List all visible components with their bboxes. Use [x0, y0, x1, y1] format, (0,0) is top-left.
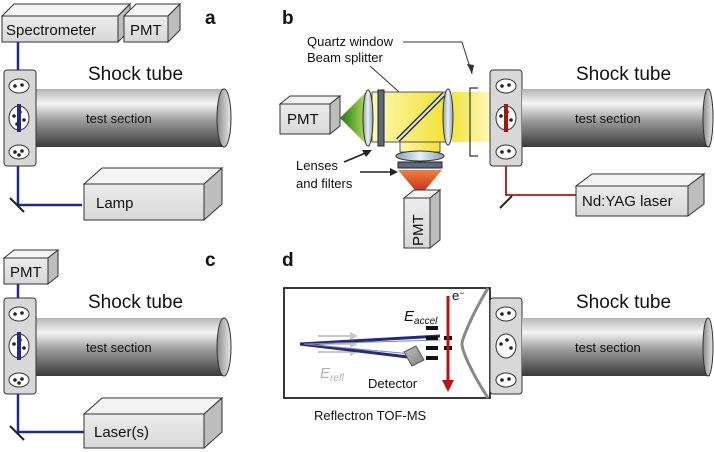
mirror-c — [9, 425, 25, 441]
panel-letter-d: d — [282, 250, 294, 271]
lamp-box: Lamp — [82, 166, 224, 222]
pmt-label-a: PMT — [130, 22, 162, 39]
skimmer — [460, 287, 490, 399]
panel-d: d — [282, 250, 714, 423]
shock-tube-c — [36, 318, 224, 376]
mirror-b — [499, 195, 513, 209]
green-light-cone — [340, 88, 370, 148]
lamp-label: Lamp — [96, 195, 134, 212]
test-section-label-a: test section — [86, 111, 152, 126]
shock-tube-d — [522, 318, 710, 376]
laser-beam-b — [505, 166, 576, 196]
e-accel-label: Eaccel — [404, 308, 438, 327]
pmt-box-c: PMT — [2, 248, 60, 286]
spectrometer-box: Spectrometer — [0, 2, 132, 44]
e-refl-label: Erefl — [320, 365, 345, 384]
pmt-left-box: PMT — [278, 94, 342, 136]
panel-letter-b: b — [282, 8, 294, 29]
pmt-box-a: PMT — [122, 2, 182, 44]
reflectron-label: Reflectron TOF-MS — [314, 408, 427, 423]
pmt-left-label: PMT — [287, 111, 319, 128]
panel-letter-a: a — [205, 8, 216, 29]
lens-right — [442, 88, 454, 146]
test-section-label-b: test section — [575, 111, 641, 126]
filter-left — [377, 89, 385, 147]
detector-label: Detector — [368, 376, 418, 391]
panel-b: b Quartz window Beam splitter PMT — [278, 8, 714, 250]
mirror-a — [9, 197, 25, 213]
lens-left — [362, 89, 374, 147]
pmt-label-c: PMT — [10, 264, 42, 281]
ion-flight-path — [299, 334, 441, 360]
test-section-label-d: test section — [575, 340, 641, 355]
shock-tube-b — [522, 89, 710, 147]
shock-tube-a — [36, 89, 224, 147]
electron-label: e− — [452, 288, 465, 303]
shock-tube-label-c: Shock tube — [88, 292, 183, 313]
spectrometer-label: Spectrometer — [6, 22, 96, 39]
detector — [403, 345, 425, 367]
quartz-window-label: Quartz window — [307, 34, 394, 49]
filter-bottom — [397, 161, 443, 169]
shock-tube-label-b: Shock tube — [576, 64, 671, 85]
orange-light-cone — [398, 170, 442, 196]
lenses-label-line2: and filters — [296, 176, 353, 191]
shock-tube-label-a: Shock tube — [88, 64, 183, 85]
laser-label-c: Laser(s) — [94, 424, 149, 441]
beam-splitter-label: Beam splitter — [307, 50, 384, 65]
panel-a: Spectrometer PMT a Shock tube test secti… — [0, 2, 232, 222]
panel-c: PMT c Shock tube test section Laser(s) — [2, 248, 232, 450]
ndyag-laser-label: Nd:YAG laser — [582, 193, 673, 210]
laser-box-c: Laser(s) — [82, 396, 224, 450]
lenses-label-line1: Lenses — [296, 158, 338, 173]
ndyag-laser-box: Nd:YAG laser — [574, 173, 706, 217]
panel-letter-c: c — [205, 250, 216, 271]
pmt-bottom-label: PMT — [410, 214, 427, 246]
lens-bottom — [395, 150, 445, 162]
pmt-bottom-box: PMT — [402, 188, 442, 250]
shock-tube-label-d: Shock tube — [576, 292, 671, 313]
test-section-label-c: test section — [86, 340, 152, 355]
